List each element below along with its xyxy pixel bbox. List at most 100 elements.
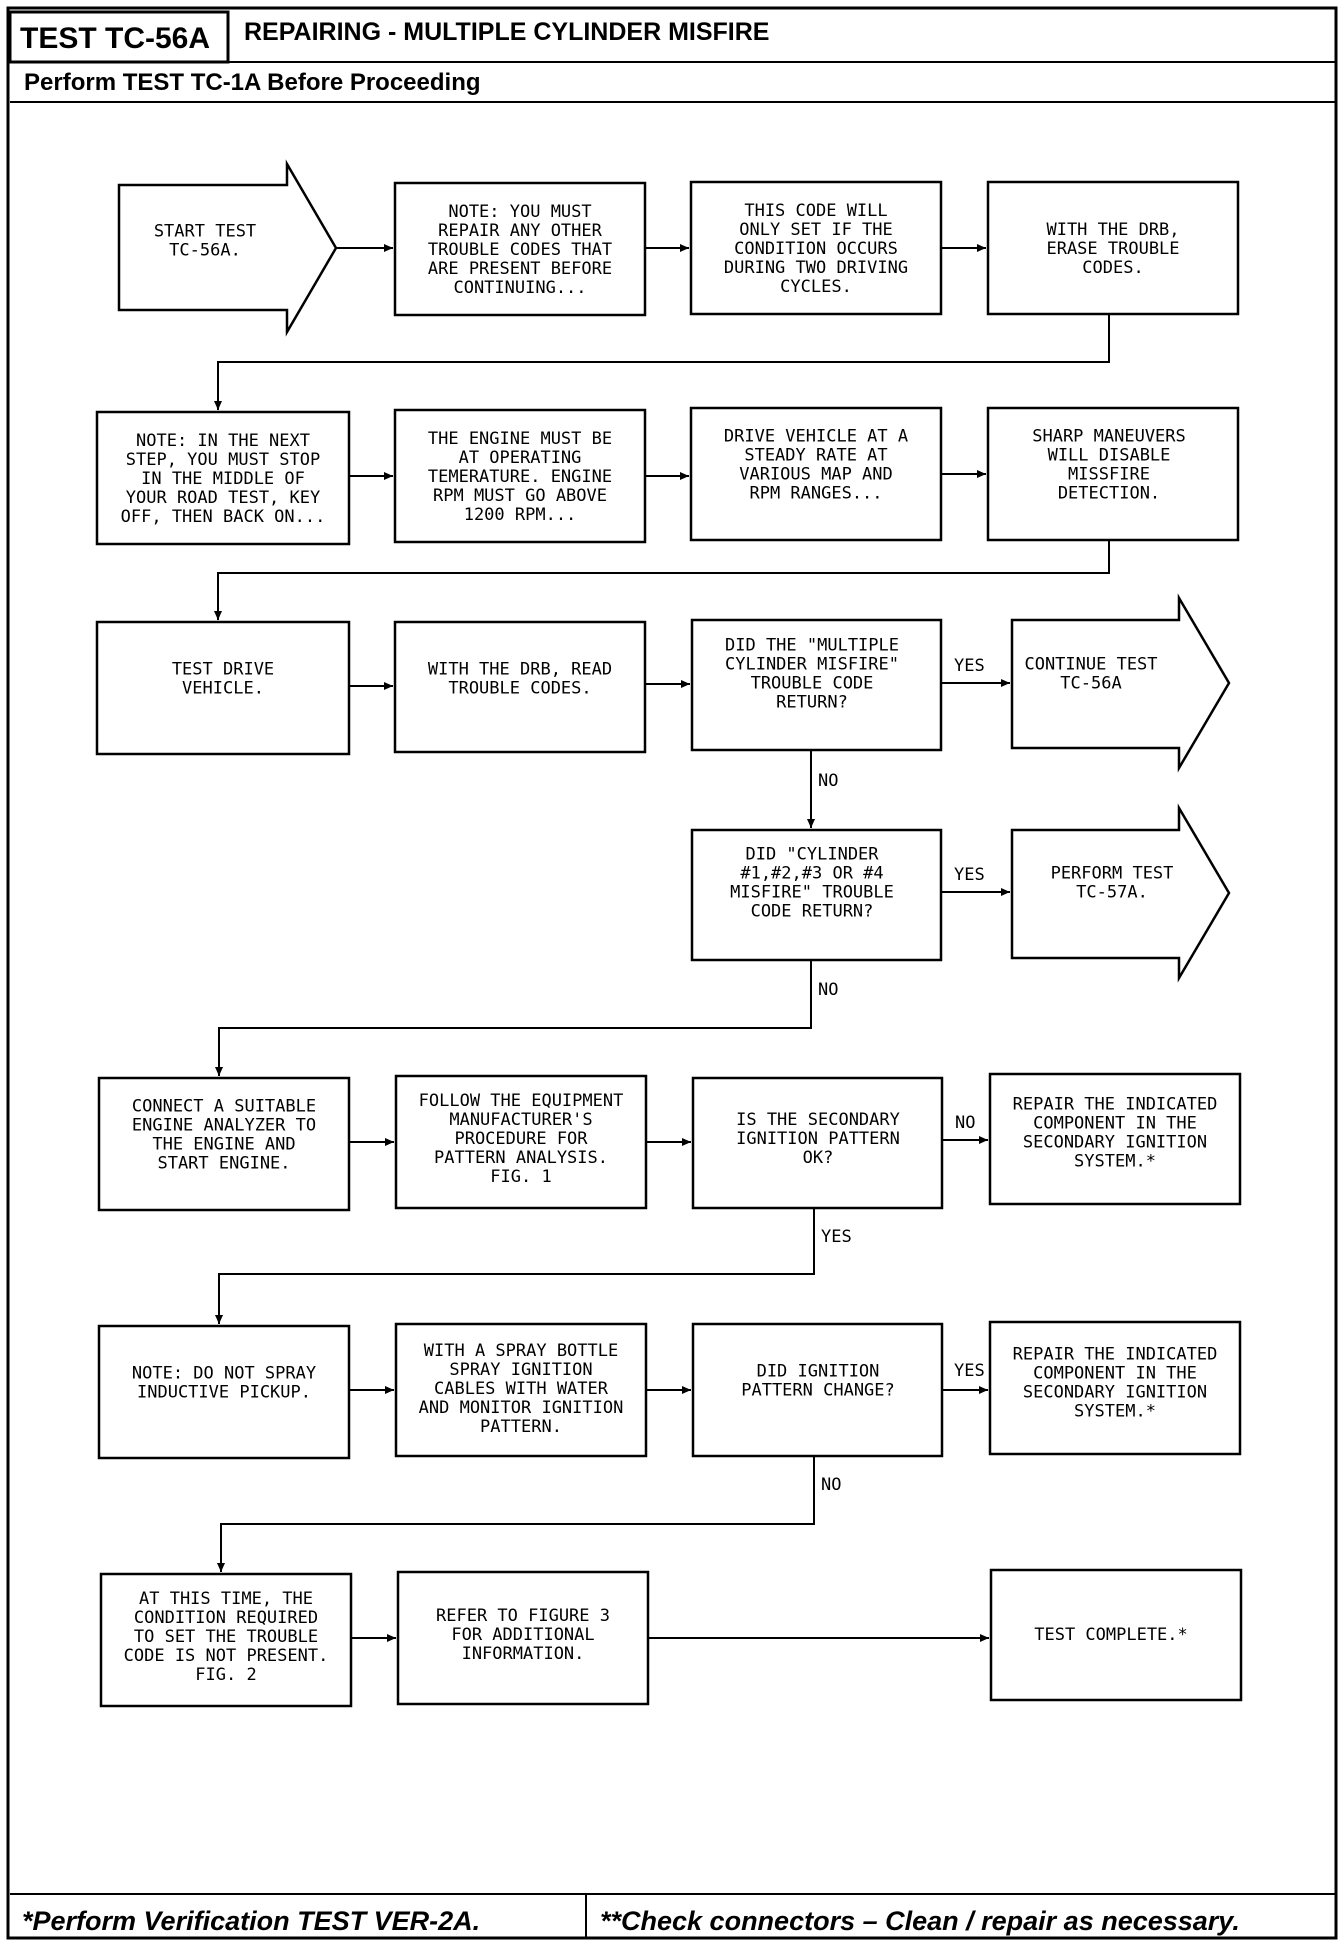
test-code: TEST TC-56A: [20, 22, 210, 55]
cylinder-misfire-question-box: [690, 828, 943, 962]
box-text-line: START TEST: [154, 222, 256, 242]
box-text-line: AT OPERATING: [459, 448, 582, 468]
box-text-line: CONNECT A SUITABLE: [132, 1097, 316, 1117]
no-label: NO: [818, 980, 838, 1000]
footer-note-left: *Perform Verification TEST VER-2A.: [22, 1906, 480, 1936]
box-text-line: TEMERATURE. ENGINE: [428, 467, 612, 487]
repair-component-box: [988, 1320, 1242, 1456]
connector: [215, 960, 812, 1076]
box-text-line: FIG. 1: [490, 1167, 551, 1187]
box-text-line: CODE IS NOT PRESENT.: [124, 1646, 329, 1666]
box-text-line: ERASE TROUBLE: [1046, 239, 1179, 259]
box-text-line: SYSTEM.*: [1074, 1152, 1156, 1172]
box-text-line: TC-56A: [1060, 674, 1121, 694]
drive-vehicle-steady-box: [689, 406, 943, 542]
box-text-line: DRIVE VEHICLE AT A: [724, 427, 908, 447]
sharp-maneuvers-box: [986, 406, 1240, 542]
box-text-line: YOUR ROAD TEST, KEY: [126, 488, 320, 508]
box-text-line: IS THE SECONDARY: [736, 1110, 900, 1130]
box-text-line: FOLLOW THE EQUIPMENT: [419, 1091, 624, 1111]
box-text-line: TC-56A.: [169, 241, 241, 261]
box-text-line: DURING TWO DRIVING: [724, 258, 908, 278]
ignition-pattern-ok-question-box: [691, 1076, 944, 1210]
yes-label: YES: [954, 656, 985, 676]
box-text-line: THE ENGINE AND: [152, 1135, 295, 1155]
box-text-line: CODE RETURN?: [751, 902, 874, 922]
box-text-line: RETURN?: [776, 693, 848, 713]
box-text-line: OK?: [803, 1148, 834, 1168]
page-subtitle: Perform TEST TC-1A Before Proceeding: [24, 69, 481, 96]
box-text-line: CYCLES.: [780, 277, 852, 297]
spray-ignition-cables-box: [394, 1322, 648, 1458]
box-text-line: VARIOUS MAP AND: [739, 465, 893, 485]
box-text-line: CONTINUING...: [453, 278, 586, 298]
box-text-line: NOTE: YOU MUST: [448, 202, 591, 222]
box-text-line: CYLINDER MISFIRE": [725, 655, 899, 675]
box-text-line: ARE PRESENT BEFORE: [428, 259, 612, 279]
box-text-line: 1200 RPM...: [464, 505, 577, 525]
box-text-line: PATTERN ANALYSIS.: [434, 1148, 608, 1168]
box-text-line: NOTE: IN THE NEXT: [136, 431, 310, 451]
box-text-line: DETECTION.: [1058, 484, 1160, 504]
box-text-line: STEP, YOU MUST STOP: [126, 450, 320, 470]
box-text-line: SHARP MANEUVERS: [1032, 427, 1186, 447]
box-text-line: WITH THE DRB, READ: [428, 660, 612, 680]
box-text-line: IN THE MIDDLE OF: [141, 469, 305, 489]
box-text-line: COMPONENT IN THE: [1033, 1114, 1197, 1134]
box-text-line: TC-57A.: [1076, 883, 1148, 903]
box-text-line: WITH THE DRB,: [1046, 220, 1179, 240]
box-text-line: OFF, THEN BACK ON...: [121, 507, 326, 527]
connector: [215, 1208, 815, 1324]
box-text-line: AND MONITOR IGNITION: [419, 1398, 624, 1418]
box-text-line: REPAIR THE INDICATED: [1013, 1345, 1218, 1365]
continue-test-arrow-shape: [1010, 593, 1231, 773]
box-text-line: TEST DRIVE: [172, 660, 274, 680]
yes-label: YES: [821, 1227, 852, 1247]
box-text-line: SECONDARY IGNITION: [1023, 1383, 1207, 1403]
box-text-line: DID IGNITION: [757, 1362, 880, 1382]
box-text-line: INDUCTIVE PICKUP.: [137, 1383, 311, 1403]
connector: [214, 540, 1110, 620]
follow-procedure-text: FOLLOW THE EQUIPMENTMANUFACTURER'SPROCED…: [419, 1091, 624, 1187]
box-text-line: PATTERN CHANGE?: [741, 1381, 895, 1401]
box-text-line: DID THE "MULTIPLE: [725, 636, 899, 656]
box-text-line: THIS CODE WILL: [744, 201, 887, 221]
connect-analyzer-box: [97, 1076, 351, 1212]
box-text-line: TEST COMPLETE.*: [1034, 1625, 1188, 1645]
page-title: REPAIRING - MULTIPLE CYLINDER MISFIRE: [244, 18, 769, 46]
box-text-line: MISFIRE" TROUBLE: [730, 883, 894, 903]
note-stop-mid-road-box: [95, 410, 351, 546]
connector: [217, 1456, 815, 1572]
box-text-line: NOTE: DO NOT SPRAY: [132, 1364, 316, 1384]
yes-label: YES: [954, 865, 985, 885]
box-text-line: FOR ADDITIONAL: [451, 1625, 594, 1645]
test-complete-text: TEST COMPLETE.*: [1034, 1625, 1188, 1645]
test-complete-box: [989, 1568, 1243, 1702]
box-text-line: FIG. 2: [195, 1665, 256, 1685]
note-repair-other-codes-box: [393, 181, 647, 317]
box-text-line: INFORMATION.: [462, 1644, 585, 1664]
box-text-line: TROUBLE CODES THAT: [428, 240, 612, 260]
box-text-line: WILL DISABLE: [1048, 446, 1171, 466]
multiple-misfire-question-box: [690, 618, 943, 752]
box-text-line: IGNITION PATTERN: [736, 1129, 900, 1149]
follow-procedure-box: [394, 1074, 648, 1210]
box-text-line: ENGINE ANALYZER TO: [132, 1116, 316, 1136]
box-text-line: #1,#2,#3 OR #4: [740, 864, 883, 884]
